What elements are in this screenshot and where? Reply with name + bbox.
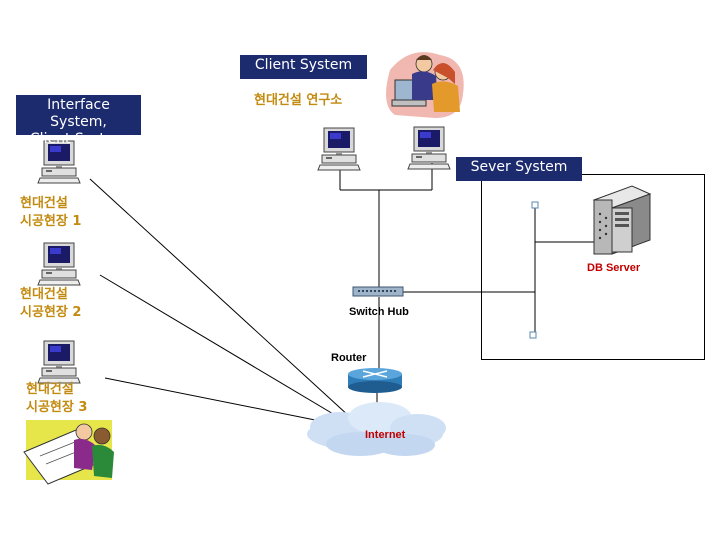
computer-icon: [37, 340, 81, 384]
server-system-header: Sever System: [456, 157, 582, 181]
server-system-frame: [481, 174, 705, 360]
interface-system-header: Interface System, Client System: [16, 95, 141, 147]
site3-label-line2: 시공현장 3: [26, 400, 88, 415]
site2-label-line2: 시공현장 2: [20, 305, 82, 320]
router-icon: [348, 368, 402, 393]
site1-label: 현대건설 시공현장 1: [20, 195, 81, 231]
client-system-label: Client System: [254, 57, 353, 73]
server-tower-icon: [592, 185, 652, 255]
router-label: Router: [331, 352, 367, 364]
site2-label: 현대건설 시공현장 2: [20, 286, 81, 322]
computer-icon: [407, 126, 451, 170]
computer-icon: [317, 127, 361, 171]
interface-system-label-line2: Client System: [29, 131, 128, 147]
switch-hub-label: Switch Hub: [349, 306, 409, 318]
server-system-label: Sever System: [470, 159, 568, 175]
bus-terminator-top: [531, 201, 539, 209]
link-site2: [99, 274, 346, 422]
bus-terminator-bottom: [529, 331, 537, 339]
lab-label: 현대건설 연구소: [254, 93, 343, 108]
switch-hub-icon: [352, 286, 404, 297]
client-system-header: Client System: [240, 55, 367, 79]
engineers-at-drafting-table-clipart: [23, 420, 114, 485]
interface-system-label-line1: Interface System,: [47, 97, 110, 130]
site1-label-line2: 시공현장 1: [20, 214, 82, 229]
db-server-label: DB Server: [587, 262, 641, 274]
site3-label: 현대건설 시공현장 3: [26, 381, 87, 417]
link-site1: [89, 178, 351, 418]
site1-label-line1: 현대건설: [20, 196, 68, 211]
computer-icon: [37, 242, 81, 286]
internet-label: Internet: [365, 429, 406, 441]
internet-cloud-icon: [307, 402, 446, 456]
link-site3: [104, 377, 341, 426]
site3-label-line1: 현대건설: [26, 382, 74, 397]
site2-label-line1: 현대건설: [20, 287, 68, 302]
people-at-computer-clipart: [386, 52, 464, 119]
